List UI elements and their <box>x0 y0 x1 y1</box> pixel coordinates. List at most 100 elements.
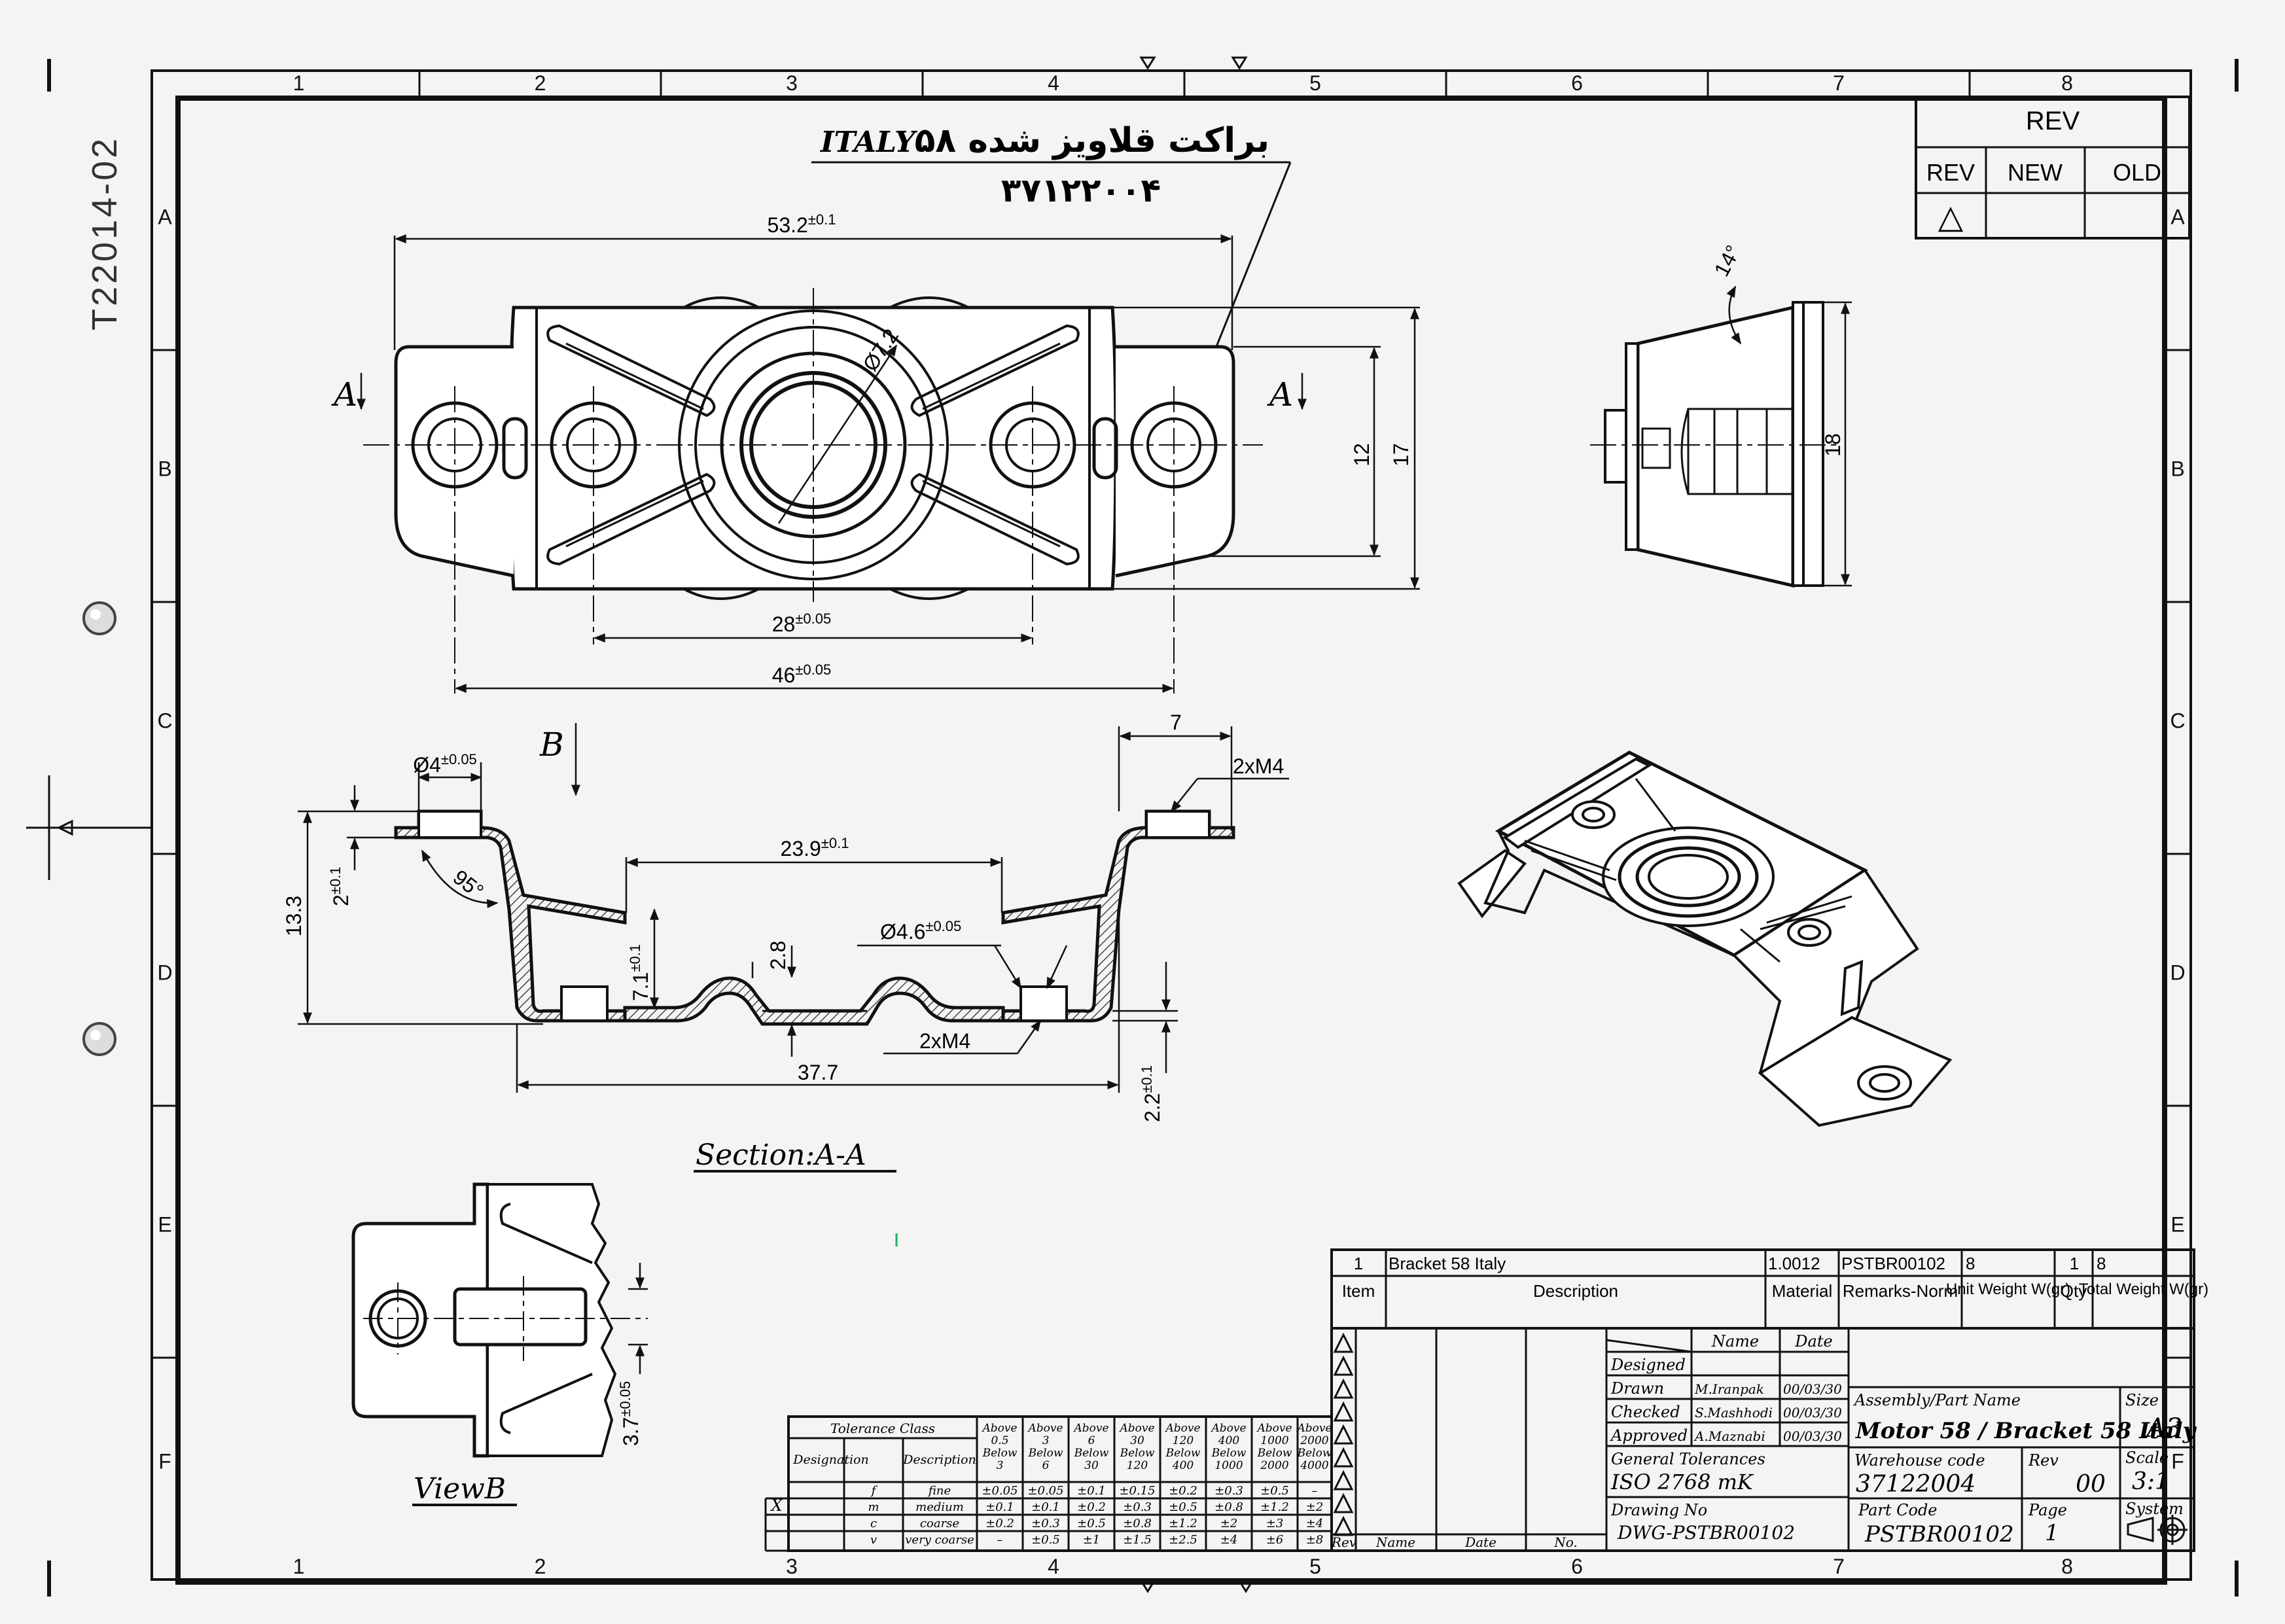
revision-triangle-icon <box>1333 1424 1354 1445</box>
sig-role-designed: Designed <box>1610 1356 1686 1374</box>
top-view-dimensions <box>357 234 1420 693</box>
tol-range-label: Above <box>1164 1422 1200 1435</box>
zone-row-label: D <box>157 961 172 985</box>
dim-sec-2xm4-bot: 2xM4 <box>919 1029 970 1053</box>
tol-row-value: ±0.05 <box>1027 1484 1063 1498</box>
tol-row-description: fine <box>927 1484 951 1498</box>
tol-range-label: Below <box>1211 1447 1247 1460</box>
parts-header-material: Material <box>1772 1281 1832 1301</box>
tol-row-value: ±2 <box>1306 1500 1324 1514</box>
sheet-id: T22014-02 <box>85 136 124 330</box>
general-tolerances-label: General Tolerances <box>1611 1450 1765 1468</box>
tol-row-value: ±8 <box>1306 1533 1324 1547</box>
zone-row-label: E <box>2170 1213 2184 1237</box>
zone-col-label: 3 <box>786 1555 798 1578</box>
isometric-view <box>1457 750 1953 1127</box>
sig-role-checked: Checked <box>1611 1403 1680 1421</box>
sig-date-checked: 00/03/30 <box>1783 1405 1842 1421</box>
page-label: Page <box>2028 1501 2067 1519</box>
sig-col-name: Name <box>1711 1332 1759 1350</box>
tol-header-designation: Designation <box>792 1453 868 1467</box>
section-title: Section:A-A <box>696 1139 866 1172</box>
rev-header-new: NEW <box>2008 159 2063 186</box>
zone-row-label: A <box>158 205 172 229</box>
binding-hole-icon <box>82 601 116 635</box>
dim-sec-2-8: 2.8 <box>766 941 790 970</box>
rev-value: 00 <box>2076 1471 2106 1498</box>
parts-qty: 1 <box>2070 1254 2079 1273</box>
dim-top-inner: 28±0.05 <box>772 610 832 636</box>
tol-row-value: ±0.8 <box>1123 1517 1152 1530</box>
tol-range-label: Below <box>1120 1447 1155 1460</box>
tol-row-value: ±0.1 <box>985 1500 1014 1514</box>
parts-header-remarks: Remarks-Norm <box>1843 1281 1958 1301</box>
zone-col-label: 7 <box>1833 1555 1845 1578</box>
warehouse-label: Warehouse code <box>1854 1451 1985 1470</box>
tol-row-value: ±1.5 <box>1123 1533 1152 1547</box>
tol-row-value: ±0.3 <box>1031 1517 1060 1530</box>
tol-range-label: Below <box>982 1447 1018 1460</box>
parts-list: 1 Bracket 58 Italy 1.0012 PSTBR00102 8 1… <box>1342 1254 2208 1301</box>
tol-range-label: 0.5 <box>991 1434 1008 1447</box>
tol-row-value: ±4 <box>1306 1517 1324 1530</box>
tol-range-label: 30 <box>1130 1434 1144 1447</box>
rev-col-rev: Rev <box>1331 1534 1357 1550</box>
general-tolerances-value: ISO 2768 mK <box>1610 1470 1754 1494</box>
tol-row-designation: m <box>868 1500 879 1514</box>
rev-header-rev: REV <box>1926 159 1975 186</box>
top-view <box>394 296 1235 600</box>
tol-row-value: ±0.5 <box>1077 1517 1106 1530</box>
tol-row-value: ±0.5 <box>1169 1500 1197 1514</box>
view-b-centerlines <box>363 1276 648 1361</box>
view-b-title: ViewB <box>414 1472 506 1506</box>
rev-col-name: Name <box>1375 1534 1415 1550</box>
dim-sec-2-2: 2.2±0.1 <box>1139 1065 1164 1122</box>
dim-sec-d4: Ø4±0.05 <box>413 751 477 777</box>
dim-sec-7-1: 7.1±0.1 <box>627 944 652 1001</box>
tol-range-label: 120 <box>1127 1459 1148 1472</box>
page-value: 1 <box>2045 1520 2059 1546</box>
scale-value: 3:1 <box>2132 1468 2170 1495</box>
assembly-label: Assembly/Part Name <box>1853 1391 2021 1409</box>
tol-range-label: Below <box>1257 1447 1292 1460</box>
zone-row-label: F <box>2171 1450 2184 1474</box>
parts-description: Bracket 58 Italy <box>1389 1254 1506 1273</box>
centering-mark-icon <box>1139 56 1254 1593</box>
warehouse-value: 37122004 <box>1856 1471 1975 1498</box>
zone-row-label: B <box>158 457 171 481</box>
tol-range-label: 6 <box>1042 1459 1050 1472</box>
revision-triangle-icon <box>1333 1492 1354 1513</box>
tol-range-label: Above <box>1072 1422 1108 1435</box>
zone-row-label: C <box>157 709 172 733</box>
tol-range-label: 120 <box>1173 1434 1194 1447</box>
rev-col-date: Date <box>1464 1534 1497 1550</box>
sig-date-approved: 00/03/30 <box>1783 1428 1842 1444</box>
tol-row-designation: v <box>870 1533 877 1547</box>
revision-triangle-icon <box>1333 1447 1354 1468</box>
side-view-height: 18 <box>1821 433 1845 457</box>
revision-triangle-icon: △ <box>1938 198 1964 235</box>
tol-row-value: ±2.5 <box>1169 1533 1197 1547</box>
side-view <box>1604 301 1824 588</box>
zone-row-label: B <box>2170 457 2184 481</box>
sig-role-approved: Approved <box>1610 1426 1688 1445</box>
parts-remarks: PSTBR00102 <box>1841 1254 1945 1273</box>
tol-range-label: 1000 <box>1260 1434 1288 1447</box>
scale-label: Scale <box>2125 1449 2169 1467</box>
sheet-margin-marks <box>26 59 2239 1597</box>
dim-sec-2xm4-top: 2xM4 <box>1233 754 1284 778</box>
tol-row-value: ±0.8 <box>1214 1500 1243 1514</box>
system-label: System <box>2125 1500 2184 1518</box>
view-marker-b: B <box>539 726 564 764</box>
revision-triangle-icon <box>1333 1378 1354 1399</box>
parts-unit-weight: 8 <box>1966 1254 1975 1273</box>
parts-header-item: Item <box>1342 1281 1375 1301</box>
projection-symbol-icon <box>2127 1515 2188 1545</box>
parts-material: 1.0012 <box>1768 1254 1820 1273</box>
rev-box-title: REV <box>2026 107 2080 135</box>
dim-top-12: 12 <box>1350 443 1373 467</box>
tol-range-label: Below <box>1165 1447 1201 1460</box>
dim-sec-23-9: 23.9±0.1 <box>781 835 849 860</box>
parts-header-total-weight: Total Weight W(gr) <box>2079 1280 2208 1298</box>
